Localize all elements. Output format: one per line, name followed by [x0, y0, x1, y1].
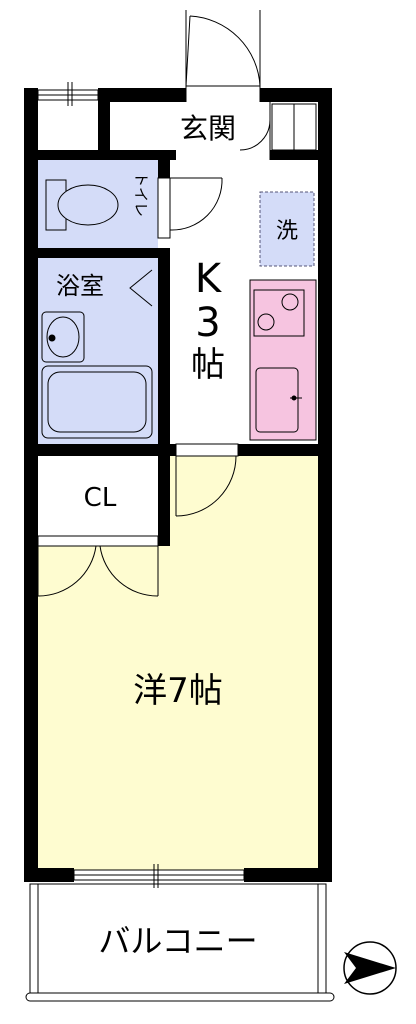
- toilet-room: トイレ: [45, 172, 223, 239]
- balcony-label: バルコニー: [98, 922, 257, 960]
- kitchen-number: 3: [195, 300, 220, 346]
- balcony-window: [73, 864, 245, 888]
- washer-label: 洗: [276, 219, 298, 244]
- entrance-label: 玄関: [180, 112, 236, 145]
- window-top-left: [37, 82, 99, 106]
- toilet-label: トイレ: [132, 172, 150, 217]
- washbasin-icon: [41, 311, 85, 363]
- north-arrow-icon: [343, 941, 397, 995]
- closet-label: CL: [84, 483, 117, 513]
- bathtub-icon: [41, 365, 153, 439]
- bathroom: 浴室: [41, 269, 153, 439]
- kitchen-unit: 帖: [191, 345, 225, 385]
- toilet-icon: [45, 179, 119, 231]
- kitchen: K 3 帖: [191, 256, 305, 433]
- bath-label: 浴室: [56, 272, 104, 300]
- entrance-area: 玄関: [110, 102, 317, 160]
- closet: CL: [37, 456, 159, 597]
- sink-icon: [255, 367, 302, 433]
- room-door: [175, 443, 239, 517]
- washer-space: [259, 191, 315, 267]
- entrance-door: [185, 10, 261, 105]
- kitchen-letter: K: [195, 256, 223, 302]
- walls: [24, 88, 332, 882]
- balcony: [25, 883, 335, 1002]
- western-room-label: 洋7帖: [133, 671, 223, 711]
- stove-icon: [253, 289, 305, 337]
